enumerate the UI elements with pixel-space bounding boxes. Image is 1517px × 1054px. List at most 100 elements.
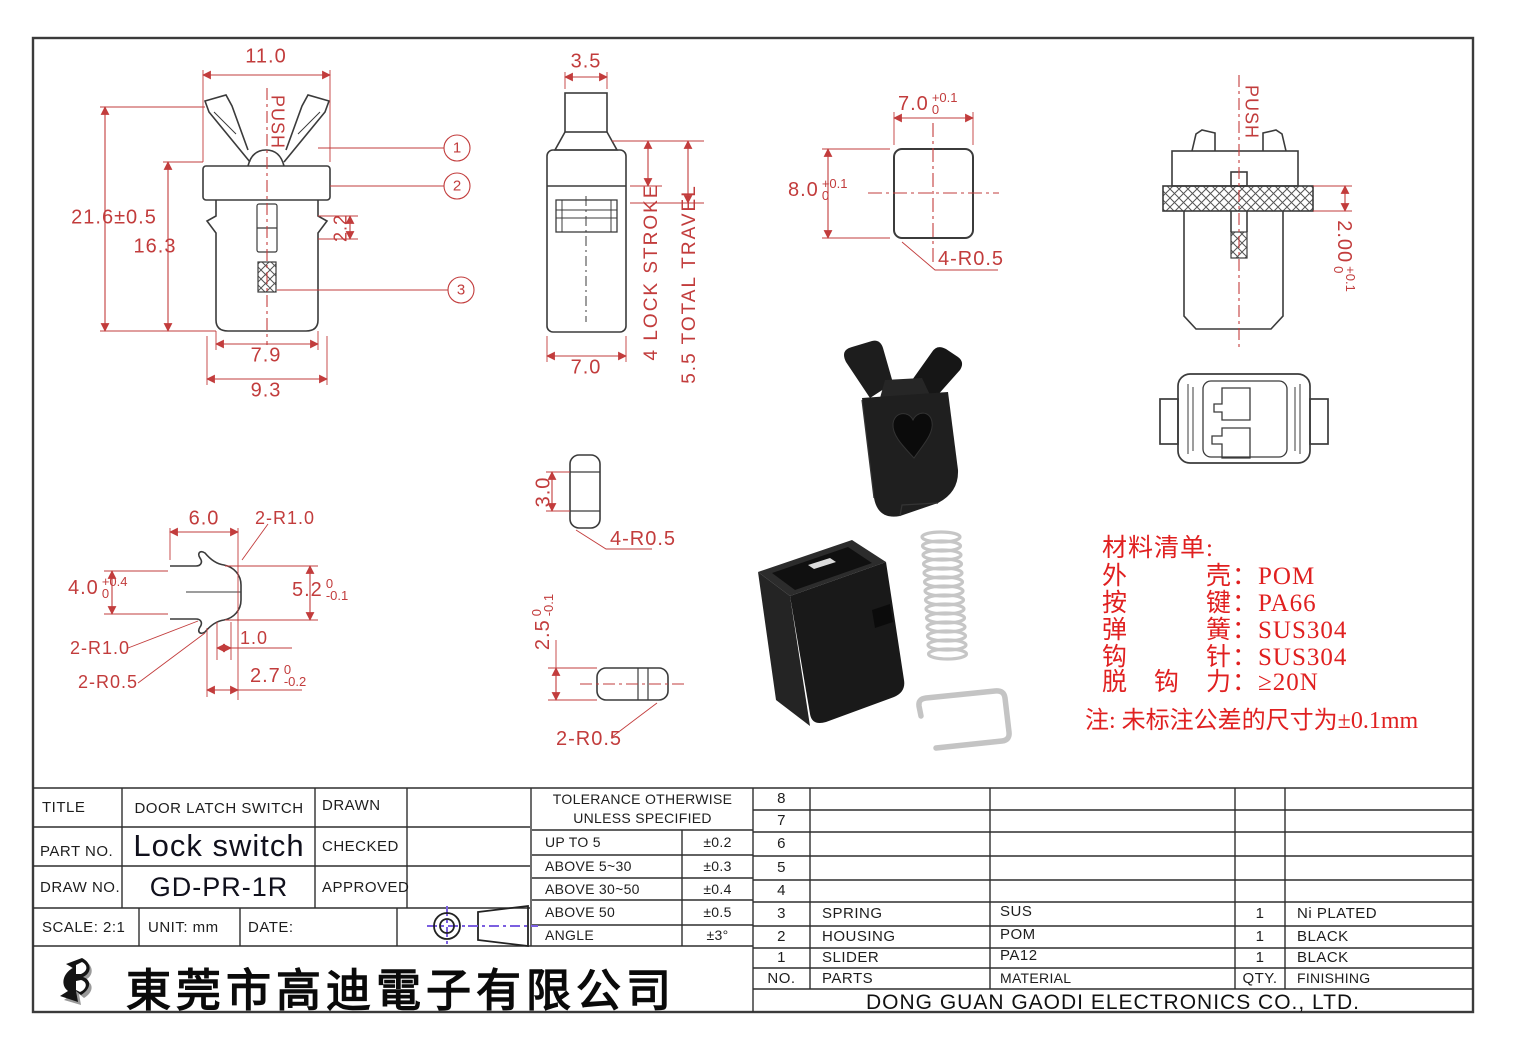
dim-front-barb: 2.2 [330,213,351,243]
radius-claw-left: 2-R1.0 [70,638,131,658]
balloon-3: 3 [456,281,466,299]
dim-top-width-base: 7.0 [898,92,929,115]
dim-claw-bottom-base: 2.7 [250,664,281,687]
push-label-front: PUSH [267,94,288,150]
dim-front-flange-width: 9.3 [250,379,282,402]
material-line-button: 按 键：PA66 [1102,590,1317,617]
dim-pin2-minus: -0.1 [541,593,556,617]
part-row-no: 3 [777,905,786,922]
part-row-no: 7 [777,812,786,829]
part-row-finishing: BLACK [1297,928,1349,945]
spring-3d-render [920,530,969,661]
dim-claw-right-minus: -0.1 [325,588,349,603]
approved-label: APPROVED [322,879,410,896]
claw-detail-dims [104,523,318,700]
part-no-label: PART NO. [40,843,114,860]
parts-col-finishing: FINISHING [1297,970,1371,986]
part-row-no: 5 [777,859,786,876]
part-row-finishing: Ni PLATED [1297,905,1378,922]
dim-claw-bottom: 2.7 0-0.2 [250,662,307,689]
total-travel-label: 5.5 TOTAL TRAVEL [679,184,700,384]
pin-detail-lineart [569,454,669,701]
part-row-material: PA12 [1000,947,1038,964]
housing-3d-render [758,540,905,726]
radius-pin2: 2-R0.5 [556,728,623,750]
radius-claw-top: 2-R1.0 [255,508,316,528]
dim-top-width-plus: +0.1 [931,90,958,105]
part-row-finishing: BLACK [1297,949,1349,966]
title-value: DOOR LATCH SWITCH [134,800,304,817]
front-view-dims [100,70,475,385]
tolerance-header-1: TOLERANCE OTHERWISE [552,791,733,807]
dim-front-body-width: 7.9 [250,344,282,367]
tol-range-2: ABOVE 30~50 [545,881,640,897]
tol-val-0: ±0.2 [703,834,732,850]
part-row-parts: SPRING [822,905,883,922]
checked-label: CHECKED [322,838,399,855]
dim-claw-bottom-plus: 0 [283,662,292,677]
tol-val-2: ±0.4 [703,881,732,897]
tol-range-1: ABOVE 5~30 [545,858,632,874]
part-row-material: POM [1000,926,1036,943]
title-block-grid [33,787,1473,1012]
part-no-value: Lock switch [133,828,305,863]
draw-no-label: DRAW NO. [40,879,121,896]
side-view-dims [546,72,704,362]
right-view-lineart [1162,129,1314,330]
drawn-label: DRAWN [322,797,381,814]
dim-claw-right-plus: 0 [325,576,334,591]
dim-front-total-height: 21.6±0.5 [71,206,157,229]
dim-right-band-base: 2.00 [1333,220,1356,264]
dim-front-inner-height: 16.3 [133,235,177,258]
material-line-force: 脱 钩 力：≥20N [1102,669,1319,696]
material-line-shell: 外 壳：POM [1102,563,1316,590]
claw-detail-lineart [170,551,242,634]
part-row-no: 1 [777,949,786,966]
dim-right-band-minus: 0 [1331,266,1346,274]
push-label-right: PUSH [1241,84,1262,140]
balloon-1: 1 [452,139,462,157]
slider-3d-render [844,340,963,517]
radius-label-top-view: 4-R0.5 [938,248,1005,270]
tol-range-0: UP TO 5 [545,834,601,850]
part-row-no: 2 [777,928,786,945]
lock-stroke-label: 4 LOCK STROKE [641,183,662,361]
tol-val-4: ±3° [706,927,729,943]
part-row-parts: HOUSING [822,928,896,945]
part-row-no: 4 [777,882,786,899]
dim-claw-bottom-minus: -0.2 [283,674,307,689]
dim-pin2-base: 2.5 [531,619,554,651]
title-label: TITLE [42,799,86,816]
part-row-material: SUS [1000,903,1033,920]
dim-claw-right: 5.2 0-0.1 [292,576,349,603]
part-row-no: 8 [777,790,786,807]
part-row-qty: 1 [1255,905,1265,922]
dim-claw-small: 1.0 [240,628,269,648]
dim-side-bottom: 7.0 [570,356,602,379]
company-logo [60,958,92,1005]
bottom-view-lineart [1159,373,1329,464]
dim-claw-top: 6.0 [188,507,220,530]
dim-pin-height: 3.0 [532,476,555,508]
material-line-hook: 钩 针：SUS304 [1102,644,1348,671]
dim-top-height-minus: 0 [821,188,830,203]
tolerance-note: 注: 未标注公差的尺寸为±0.1mm [1085,708,1419,734]
tolerance-header-2: UNLESS SPECIFIED [573,810,712,826]
dim-pin2-height: 2.5 0-0.1 [529,593,556,651]
dim-side-top: 3.5 [570,50,602,73]
materials-title: 材料清单: [1102,535,1214,562]
parts-col-parts: PARTS [822,970,874,987]
dim-top-width-minus: 0 [931,102,940,117]
tol-range-3: ABOVE 50 [545,904,616,920]
material-line-spring: 弹 簧：SUS304 [1102,617,1348,644]
hook-pin-3d-render [916,688,1012,751]
tol-val-1: ±0.3 [703,858,732,874]
tol-val-3: ±0.5 [703,904,732,920]
scale-label: SCALE: 2:1 [42,919,126,936]
